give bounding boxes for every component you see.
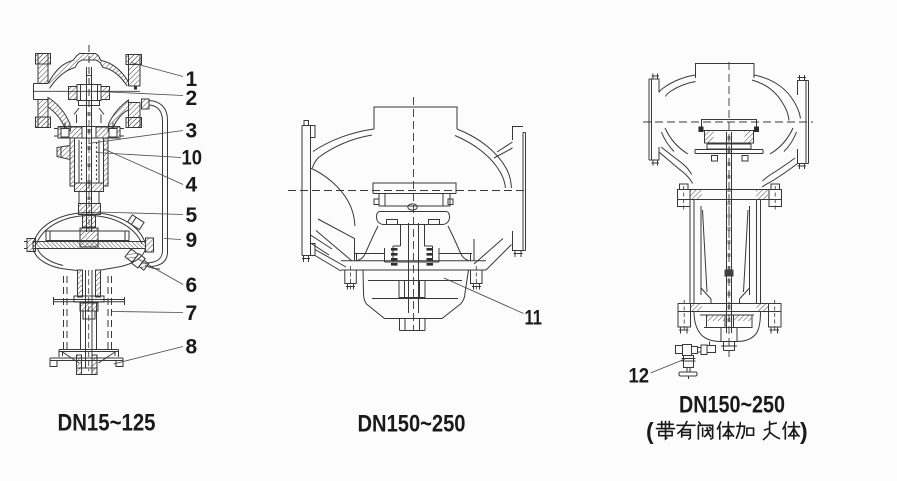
svg-text:3: 3: [186, 120, 198, 143]
svg-text:2: 2: [186, 87, 198, 110]
svg-text:6: 6: [186, 274, 198, 297]
svg-text:10: 10: [182, 147, 203, 170]
svg-text:1: 1: [186, 68, 198, 91]
svg-text:8: 8: [186, 335, 198, 358]
svg-text:DN150~250: DN150~250: [679, 392, 785, 419]
svg-text:5: 5: [186, 204, 198, 227]
svg-text:4: 4: [186, 173, 198, 196]
svg-text:7: 7: [186, 302, 198, 325]
svg-text:11: 11: [525, 306, 543, 329]
svg-text:DN15~125: DN15~125: [58, 410, 156, 437]
svg-text:DN150~250: DN150~250: [358, 411, 466, 438]
svg-text:): ): [800, 418, 808, 444]
svg-text:12: 12: [629, 364, 650, 387]
svg-text:9: 9: [186, 229, 198, 252]
svg-text:(: (: [646, 418, 654, 444]
